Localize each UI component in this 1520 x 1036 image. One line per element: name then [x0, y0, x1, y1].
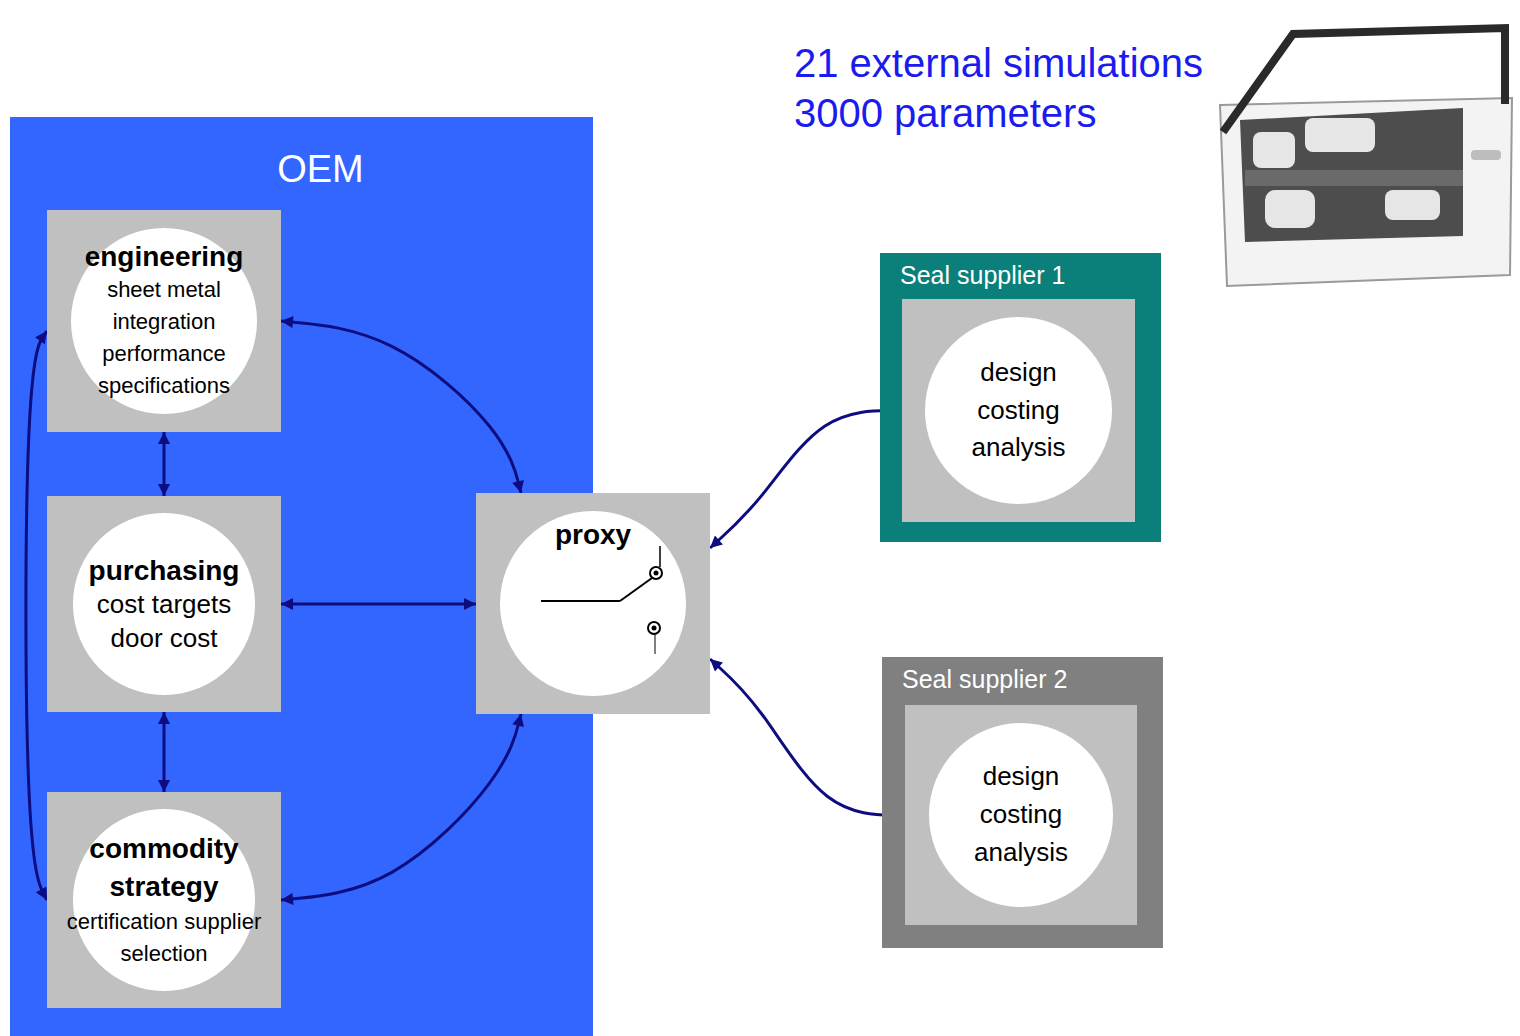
function-circle: commodity strategycertification supplier…: [47, 792, 281, 1008]
annotation-label: 21 external simulations: [794, 38, 1203, 88]
annotation-label: 3000 parameters: [794, 88, 1203, 138]
node-heading: purchasing: [66, 553, 262, 588]
function-circle: purchasingcost targets door cost: [47, 496, 281, 712]
node-heading: proxy: [493, 521, 693, 549]
connector-arrow: [710, 411, 902, 549]
connector-arrow: [163, 712, 166, 792]
supplier-function-circle: design costing analysis: [902, 299, 1135, 522]
supplier-box: Seal supplier 1 design costing analysis: [880, 253, 1161, 542]
node-heading: design costing analysis: [954, 354, 1084, 467]
node-body-text: sheet metal integration performance spec…: [79, 274, 249, 402]
connector-arrow: [710, 659, 905, 815]
node-body-text: certification supplier selection: [62, 906, 267, 970]
annotation-labels: 21 external simulations3000 parameters: [794, 38, 1203, 138]
node-heading: Seal supplier 2: [902, 667, 1152, 692]
node-heading: Seal supplier 1: [900, 263, 1150, 288]
supplier-function-circle: design costing analysis: [905, 705, 1137, 925]
node-body-text: cost targets door cost: [79, 588, 249, 656]
node-heading: engineering: [66, 240, 262, 274]
function-circle: engineeringsheet metal integration perfo…: [47, 210, 281, 432]
proxy-switch-box: proxy: [476, 493, 710, 714]
node-heading: commodity strategy: [79, 830, 249, 906]
connector-arrow: [281, 603, 476, 606]
node-heading: OEM: [48, 147, 593, 193]
supplier-box: Seal supplier 2 design costing analysis: [882, 657, 1163, 948]
connector-arrow: [163, 432, 166, 496]
switch-symbol: [520, 530, 680, 670]
node-heading: design costing analysis: [956, 758, 1086, 871]
